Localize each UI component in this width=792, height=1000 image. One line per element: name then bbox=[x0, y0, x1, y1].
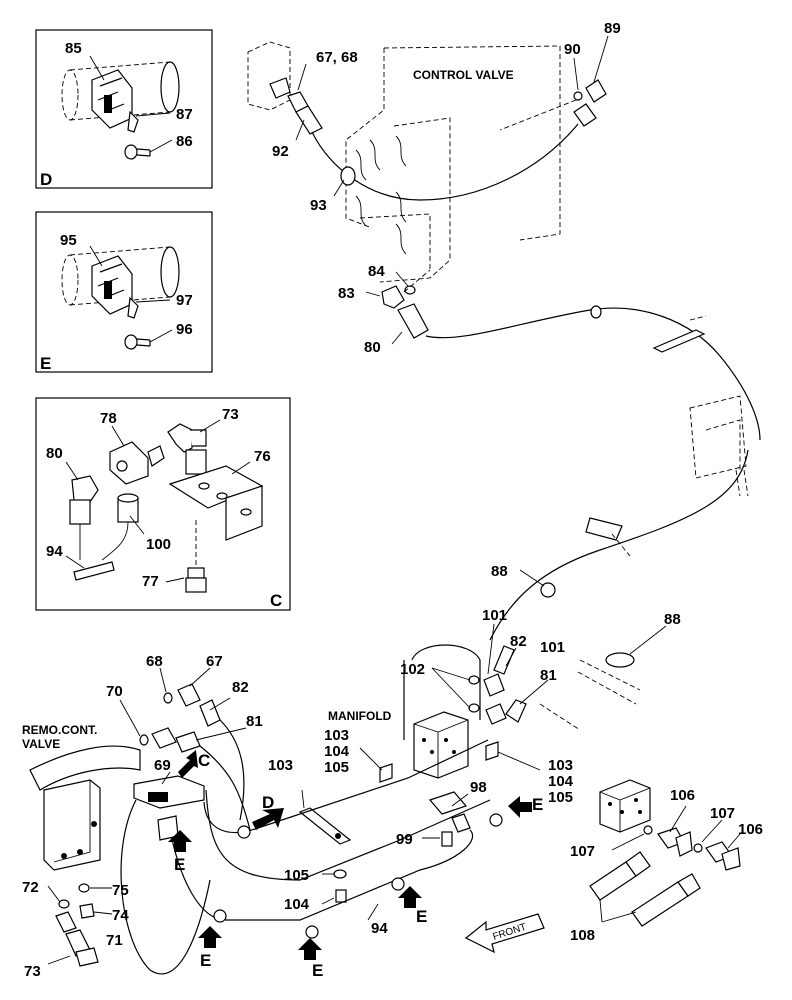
callout-82-manifold: 82 bbox=[510, 633, 527, 650]
callout-94: 94 bbox=[46, 543, 63, 560]
callout-106-right: 106 bbox=[738, 821, 763, 838]
callout-104-c: 104 bbox=[548, 773, 574, 790]
view-arrow-c-letter: C bbox=[198, 751, 210, 770]
detail-box-d: 85 87 86 D bbox=[35, 29, 213, 189]
callout-88-right: 88 bbox=[664, 611, 681, 628]
callout-67: 67 bbox=[206, 653, 223, 670]
callout-108: 108 bbox=[570, 927, 595, 944]
detail-letter-d: D bbox=[40, 170, 52, 189]
callout-69: 69 bbox=[154, 757, 171, 774]
callout-73: 73 bbox=[222, 406, 239, 423]
callout-94-lower: 94 bbox=[371, 920, 388, 937]
callout-80: 80 bbox=[46, 445, 63, 462]
callout-95: 95 bbox=[60, 232, 77, 249]
callout-85: 85 bbox=[65, 40, 82, 57]
callout-104-a: 104 bbox=[324, 743, 350, 760]
callout-76: 76 bbox=[254, 448, 271, 465]
callout-82-remote: 82 bbox=[232, 679, 249, 696]
callout-105-b: 105 bbox=[284, 867, 309, 884]
callout-103-c: 103 bbox=[548, 757, 573, 774]
callout-71: 71 bbox=[106, 932, 123, 949]
detail-box-e: 95 97 96 E bbox=[35, 211, 213, 373]
label-manifold: MANIFOLD bbox=[328, 709, 392, 723]
callout-81-manifold: 81 bbox=[540, 667, 557, 684]
label-remo-cont-1: REMO.CONT. bbox=[22, 723, 97, 737]
detail-letter-c: C bbox=[270, 591, 282, 610]
callout-75: 75 bbox=[112, 882, 129, 899]
callout-104-b: 104 bbox=[284, 896, 310, 913]
callout-90: 90 bbox=[564, 41, 581, 58]
label-remo-cont-2: VALVE bbox=[22, 737, 60, 751]
callout-87: 87 bbox=[176, 106, 193, 123]
callout-68: 68 bbox=[146, 653, 163, 670]
detail-letter-e: E bbox=[40, 354, 51, 373]
view-arrow-e-3: E bbox=[312, 961, 323, 980]
callout-107-right: 107 bbox=[710, 805, 735, 822]
callout-83: 83 bbox=[338, 285, 355, 302]
callout-101-right: 101 bbox=[540, 639, 565, 656]
view-arrow-e-5: E bbox=[532, 795, 543, 814]
view-arrow-e-4: E bbox=[416, 907, 427, 926]
callout-72: 72 bbox=[22, 879, 39, 896]
control-valve: CONTROL VALVE bbox=[247, 41, 761, 731]
callout-77: 77 bbox=[142, 573, 159, 590]
callout-84: 84 bbox=[368, 263, 385, 280]
callout-106-top: 106 bbox=[670, 787, 695, 804]
callout-97: 97 bbox=[176, 292, 193, 309]
callout-86: 86 bbox=[176, 133, 193, 150]
view-arrow-d-letter: D bbox=[262, 793, 274, 812]
label-control-valve: CONTROL VALVE bbox=[413, 68, 514, 82]
callout-89: 89 bbox=[604, 20, 621, 37]
callout-70: 70 bbox=[106, 683, 123, 700]
callout-103-b: 103 bbox=[268, 757, 293, 774]
callout-107-left: 107 bbox=[570, 843, 595, 860]
callout-105-c: 105 bbox=[548, 789, 573, 806]
callout-102: 102 bbox=[400, 661, 425, 678]
callout-103-a: 103 bbox=[324, 727, 349, 744]
callout-100: 100 bbox=[146, 536, 171, 553]
view-arrow-e-2: E bbox=[200, 951, 211, 970]
callouts-main: 67, 68 89 90 92 93 84 83 80 88 88 101 82… bbox=[22, 20, 763, 980]
callout-101-top: 101 bbox=[482, 607, 507, 624]
right-fittings bbox=[589, 779, 741, 927]
remote-control-valve: REMO.CONT. VALVE bbox=[22, 667, 251, 975]
callout-67-68: 67, 68 bbox=[316, 49, 358, 66]
callout-73-remote: 73 bbox=[24, 963, 41, 980]
callout-93: 93 bbox=[310, 197, 327, 214]
callout-92: 92 bbox=[272, 143, 289, 160]
manifold-assembly: MANIFOLD bbox=[169, 623, 549, 939]
view-arrows: C D E E E E E bbox=[168, 750, 543, 980]
callout-81-remote: 81 bbox=[246, 713, 263, 730]
callout-105-a: 105 bbox=[324, 759, 349, 776]
callout-74: 74 bbox=[112, 907, 129, 924]
detail-box-c: 78 73 80 76 100 94 77 C bbox=[35, 397, 291, 611]
callout-99: 99 bbox=[396, 831, 413, 848]
callout-98: 98 bbox=[470, 779, 487, 796]
callout-88-left: 88 bbox=[491, 563, 508, 580]
callout-80-main: 80 bbox=[364, 339, 381, 356]
callout-78: 78 bbox=[100, 410, 117, 427]
callout-96: 96 bbox=[176, 321, 193, 338]
view-arrow-e-1: E bbox=[174, 855, 185, 874]
front-direction-arrow: FRONT bbox=[464, 913, 545, 954]
